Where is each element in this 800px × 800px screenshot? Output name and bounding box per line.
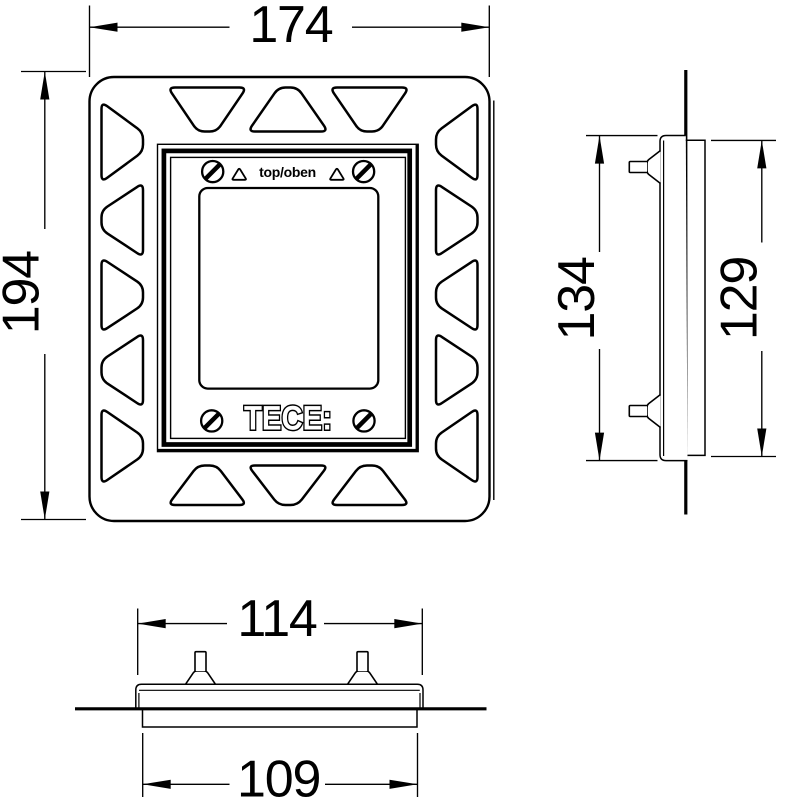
cutout-bottom-2 xyxy=(249,464,327,507)
cutout-right-5 xyxy=(434,409,479,483)
inner-plate-frame xyxy=(161,148,413,447)
side-plate-front xyxy=(659,134,688,462)
inner-plate: top/oben TECE: xyxy=(156,143,419,453)
bottom-plate-front xyxy=(135,683,424,708)
bottom-view: 114 109 xyxy=(75,590,487,800)
dimension-label: 109 xyxy=(237,751,320,800)
cutout-left-5 xyxy=(100,409,145,483)
dimension-label: 134 xyxy=(548,257,606,340)
bottom-plate-back xyxy=(141,708,418,728)
cutout-left-3 xyxy=(100,259,145,331)
plate-opening xyxy=(198,186,380,390)
arrowhead xyxy=(757,428,767,457)
bottom-pin-left xyxy=(184,650,217,685)
arrowhead xyxy=(594,135,605,164)
dimension-label: 129 xyxy=(711,257,769,340)
arrowhead xyxy=(394,619,423,629)
cutout-left-2 xyxy=(100,184,145,256)
cutout-right-4 xyxy=(434,334,479,406)
arrowhead xyxy=(594,432,605,461)
cutout-left-4 xyxy=(100,334,145,406)
screw-icon-top-right xyxy=(351,159,376,184)
screw-icon-bottom-left xyxy=(199,409,224,433)
cutout-left-1 xyxy=(100,103,145,181)
cutout-top-1 xyxy=(169,86,246,133)
warning-triangle-icon-left xyxy=(231,167,247,181)
bottom-pin-right xyxy=(346,650,379,685)
arrowhead xyxy=(137,619,166,629)
cutout-top-2 xyxy=(249,86,327,133)
screw-icon-bottom-right xyxy=(352,409,376,433)
side-plate-back xyxy=(685,139,706,457)
screw-icon-top-left xyxy=(200,159,225,184)
arrowhead xyxy=(40,491,50,520)
dimension-bottom-109: 109 xyxy=(142,733,419,800)
dimension-width-174: 174 xyxy=(88,0,490,77)
arrowhead xyxy=(142,779,171,789)
tece-logo: TECE: xyxy=(244,400,332,438)
cutout-bottom-1 xyxy=(169,464,246,507)
arrowhead xyxy=(757,140,767,169)
cutout-bottom-3 xyxy=(331,464,408,507)
arrowhead xyxy=(40,71,50,100)
cutout-right-1 xyxy=(434,103,479,181)
dimension-height-194: 194 xyxy=(0,70,86,521)
side-pin-top xyxy=(628,149,661,185)
dimension-label: 114 xyxy=(237,590,317,648)
orientation-marking-label: top/oben xyxy=(259,164,316,180)
dimension-label: 174 xyxy=(249,0,332,54)
side-view: 134 129 xyxy=(548,70,776,515)
arrowhead xyxy=(389,779,418,789)
side-pin-bottom xyxy=(628,393,661,429)
dimension-bottom-114: 114 xyxy=(137,590,423,675)
cutout-right-3 xyxy=(434,259,479,331)
cutout-top-3 xyxy=(331,86,408,133)
front-view: top/oben TECE: 174 xyxy=(0,0,495,523)
dimension-side-129: 129 xyxy=(711,139,776,458)
cutout-right-2 xyxy=(434,184,479,256)
warning-triangle-icon-right xyxy=(329,167,345,181)
arrowhead xyxy=(89,22,118,32)
arrowhead xyxy=(461,22,490,32)
dimension-label: 194 xyxy=(0,251,51,334)
dimension-side-134: 134 xyxy=(548,134,658,462)
